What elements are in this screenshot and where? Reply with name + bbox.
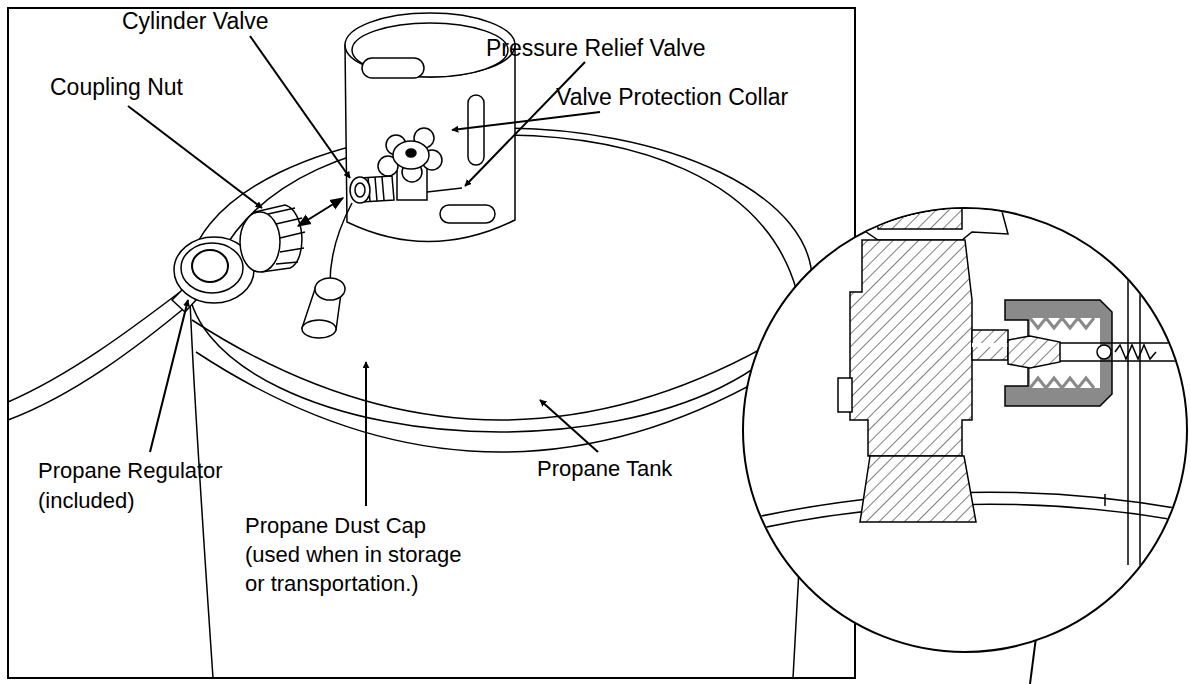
regulator-stem [1060, 343, 1190, 361]
leader-arrow [465, 62, 585, 186]
propane-tank [192, 320, 810, 420]
coupling-nut [240, 212, 280, 272]
leader-arrow [128, 106, 262, 208]
handwheel [406, 149, 416, 157]
outlet-section [972, 343, 1008, 347]
dust-cap [302, 203, 352, 338]
propane-regulator [192, 250, 228, 282]
collar-slot [440, 205, 495, 223]
connection-arrow [298, 198, 343, 226]
check-ball [1097, 345, 1111, 359]
collar-slot [468, 95, 484, 165]
spring [1115, 345, 1156, 359]
part-label: Pressure Relief Valve [486, 34, 806, 62]
leader-arrow [540, 400, 598, 452]
part-label: Propane Tank [537, 455, 757, 483]
cylinder-valve [350, 128, 462, 203]
coupling-nut [268, 208, 305, 264]
valve-cross-section [743, 192, 1190, 565]
outlet-section [972, 330, 1008, 360]
collar-section [1118, 212, 1140, 565]
nut-thread [1030, 378, 1094, 388]
leader-arrow [452, 112, 600, 130]
tank-wall [1104, 494, 1106, 506]
part-label: Cylinder Valve [122, 7, 382, 35]
handwheel-section [815, 192, 1008, 240]
part-label: Valve Protection Collar [556, 83, 856, 111]
dust-cap [315, 278, 345, 300]
valve-body-section [838, 378, 852, 412]
valve-protection-collar [352, 23, 508, 77]
hose [8, 305, 188, 420]
pressure-relief-valve [427, 188, 462, 192]
nut-thread [1030, 318, 1094, 328]
leader-arrow [250, 36, 350, 178]
valve-outlet [355, 183, 365, 197]
propane-regulator [181, 243, 243, 293]
handwheel [393, 141, 429, 169]
handwheel-section [878, 197, 962, 229]
panel-frame [8, 8, 855, 678]
collar-slot [362, 58, 424, 78]
coupling-nut [240, 205, 305, 272]
valve-body-section [850, 240, 972, 456]
coupling-nut-section [1005, 300, 1112, 406]
leader-arrow [365, 362, 367, 506]
dust-cap [302, 320, 336, 338]
propane-tank [196, 352, 806, 452]
part-label: Propane Regulator (included) [38, 456, 278, 516]
propane-tank [190, 300, 213, 678]
detail-inset [743, 208, 1187, 652]
valve-outlet [350, 177, 370, 203]
poppet-section [1008, 336, 1060, 368]
hose [8, 292, 180, 402]
propane-regulator [8, 237, 254, 420]
leader-arrow [150, 300, 188, 452]
dust-cap-tether [330, 203, 352, 283]
part-label: Coupling Nut [50, 73, 270, 101]
part-label: Propane Dust Cap (used when in storage o… [245, 511, 473, 598]
valve-base-section [860, 456, 976, 522]
